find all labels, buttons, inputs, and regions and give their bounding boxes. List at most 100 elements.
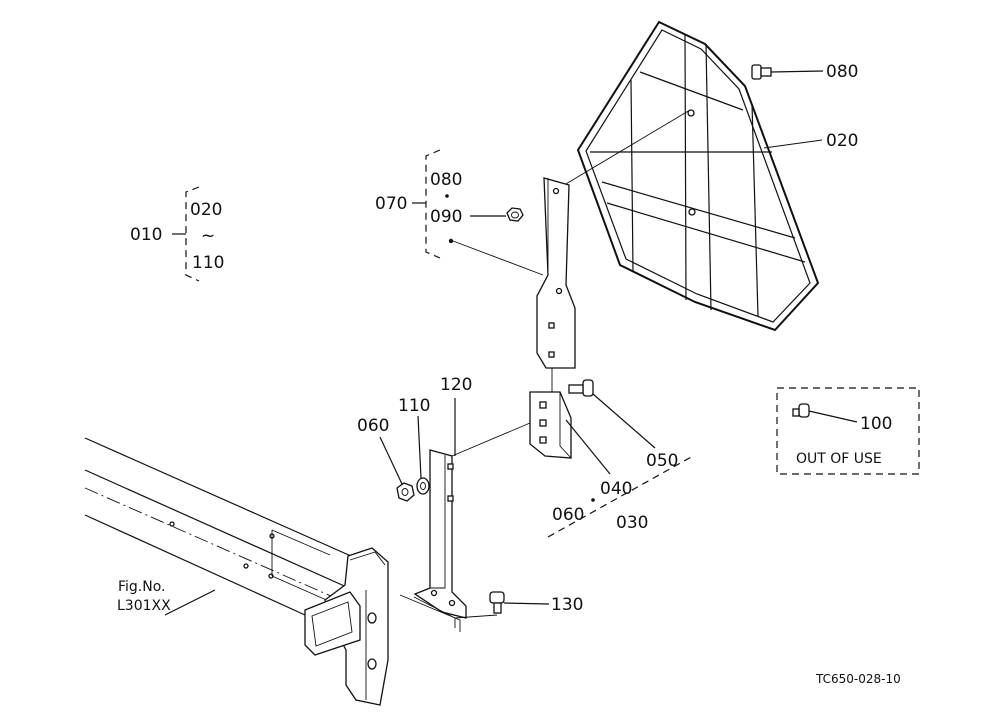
hex-nut-shape	[506, 207, 524, 222]
label-range-tilde: ~	[201, 226, 215, 246]
label-out-of-use: OUT OF USE	[796, 451, 882, 467]
bolt-050	[568, 379, 656, 449]
label-020: 020	[826, 131, 858, 151]
stand-hole-2	[448, 599, 456, 607]
rail-hole-2	[243, 563, 249, 569]
label-070: 070	[375, 194, 407, 214]
rail-end-bracket-edge	[349, 551, 386, 700]
leader-110	[417, 415, 422, 479]
lower-bracket-plate	[529, 391, 572, 459]
separator-dot	[445, 194, 449, 198]
bolt-100-head	[798, 403, 810, 418]
label-120: 120	[440, 375, 472, 395]
stand-slot-2	[447, 495, 454, 502]
guard-mount-hole-lower	[688, 208, 696, 216]
bolt-100-shank	[792, 408, 800, 417]
leader-060	[379, 436, 403, 485]
label-110-range-end: 110	[192, 253, 224, 273]
nut-060	[379, 436, 415, 502]
guard-frame-inner	[585, 29, 811, 323]
upper-bracket-070	[536, 177, 576, 392]
stand-hole-1	[430, 589, 438, 597]
rail-end-hole-1	[367, 612, 377, 624]
leader-080	[770, 70, 824, 73]
group-030-bracket-line	[547, 455, 694, 538]
label-130: 130	[551, 595, 583, 615]
bolt-130-head	[489, 591, 505, 604]
rail-mount-axis	[271, 529, 461, 632]
guard-bar-h3	[601, 181, 796, 239]
index-group-010: 010 020 ~ 110	[130, 186, 224, 282]
rail-top-front-edge	[84, 469, 361, 594]
leader-100	[808, 410, 858, 423]
bolt-050-head	[582, 379, 594, 397]
lower-bracket-040	[529, 391, 572, 459]
frame-rail	[84, 437, 461, 706]
nut-bore	[511, 211, 519, 219]
stand-bracket-plate	[413, 449, 467, 619]
guard-bar-v1	[684, 34, 687, 301]
separator-dot-030	[591, 498, 595, 502]
guard-bar-v3	[630, 79, 634, 273]
guard-bar-v2	[705, 43, 712, 311]
bracket-hole-top	[552, 187, 560, 195]
guard-bar-v4	[751, 103, 759, 317]
lower-bracket-edge	[559, 392, 572, 459]
leader-050	[592, 393, 656, 449]
bolt-080	[751, 64, 824, 80]
leader-bracket-070	[452, 240, 544, 276]
leader-130	[503, 602, 550, 605]
washer-shape	[416, 477, 430, 495]
leader-040	[565, 419, 611, 475]
nut-090	[506, 207, 524, 222]
leader-fig-ref	[164, 589, 216, 616]
nut-060-shape	[396, 482, 415, 502]
nut-060-bore	[401, 488, 409, 496]
grille-guard-020	[548, 20, 823, 332]
bolt-050-shank	[568, 384, 584, 394]
drawing-code: TC650-028-10	[815, 672, 901, 686]
index-group-070: 070 080 090	[375, 149, 544, 276]
stand-bracket-120	[413, 398, 531, 619]
washer-110	[416, 415, 430, 495]
label-080: 080	[826, 62, 858, 82]
lower-bracket-slot-1	[539, 401, 547, 409]
bracket-hole-mid	[555, 287, 563, 295]
label-090: 090	[430, 207, 462, 227]
guard-frame-outer	[576, 20, 820, 332]
guard-bar-h1	[639, 71, 744, 111]
label-100: 100	[860, 414, 892, 434]
out-of-use-frame	[776, 387, 920, 475]
label-060-group: 060	[552, 505, 584, 525]
bolt-head	[751, 64, 762, 80]
lower-bracket-slot-3	[539, 436, 547, 444]
bracket-slot-1	[548, 322, 555, 329]
mount-axis-upper	[548, 109, 691, 195]
guard-mount-hole-upper	[687, 109, 695, 117]
guard-bar-h4	[606, 202, 806, 263]
rail-hole-1	[169, 521, 175, 527]
rail-end-hole-2	[367, 658, 377, 670]
bolt-shank	[760, 67, 772, 77]
rail-hole-axis	[271, 530, 341, 607]
rail-end-cap	[304, 591, 361, 656]
label-080-group: 080	[430, 170, 462, 190]
label-030: 030	[616, 513, 648, 533]
rail-end-cap-inner	[311, 601, 353, 647]
bolt-130	[413, 591, 550, 628]
stand-slot-1	[447, 463, 454, 470]
upper-bracket-edge	[536, 178, 549, 297]
lower-bracket-slot-2	[539, 419, 547, 427]
bracket-slot-2	[548, 351, 555, 358]
leader-020	[763, 139, 823, 149]
index-bracket	[185, 186, 200, 282]
upper-bracket-plate	[536, 177, 576, 369]
label-060: 060	[357, 416, 389, 436]
label-050: 050	[646, 451, 678, 471]
group-070-bracket	[425, 149, 441, 259]
bracket-mount-marker	[448, 238, 454, 244]
washer-bore	[420, 482, 426, 490]
stand-to-bracket-axis	[451, 422, 531, 457]
